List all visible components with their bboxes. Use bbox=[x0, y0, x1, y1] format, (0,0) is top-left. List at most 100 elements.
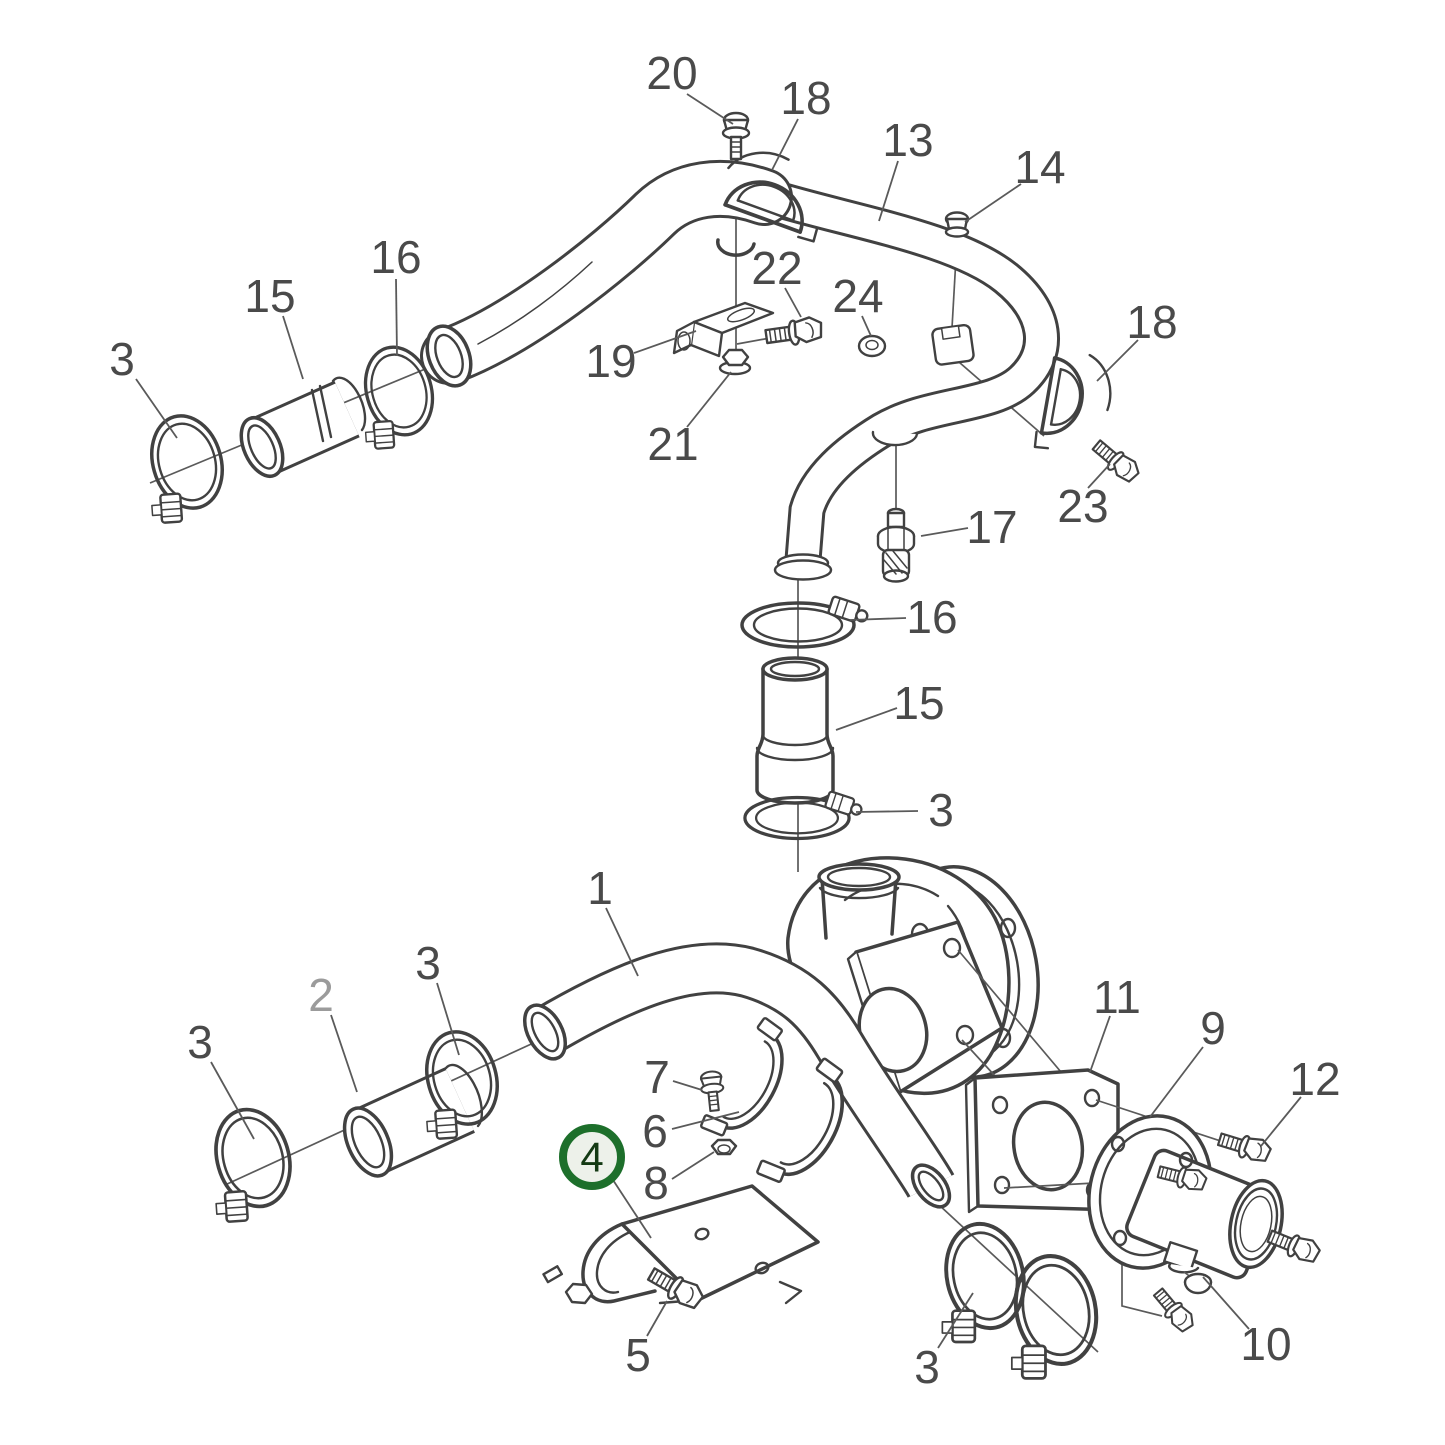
part-callout-3-19: 3 bbox=[187, 1016, 255, 1140]
part-callout-3-6: 3 bbox=[109, 333, 178, 439]
part-callout-12-23: 12 bbox=[1260, 1053, 1341, 1147]
callout-leader-line bbox=[771, 118, 799, 171]
part-number-label: 5 bbox=[625, 1329, 651, 1381]
gasket-11 bbox=[964, 1068, 1120, 1214]
callout-leader-line bbox=[1149, 1046, 1204, 1118]
part-number-label: 24 bbox=[832, 270, 883, 322]
callout-leader-line bbox=[1087, 463, 1111, 489]
callout-leader-line bbox=[612, 1179, 652, 1239]
callout-leader-line bbox=[1202, 1276, 1250, 1330]
part-callout-3-16: 3 bbox=[855, 784, 954, 836]
hose-15-left bbox=[239, 376, 367, 479]
nut-8 bbox=[710, 1138, 738, 1156]
part-number-label: 17 bbox=[966, 501, 1017, 553]
callout-leader-line bbox=[686, 93, 734, 125]
callout-leader-line bbox=[282, 315, 304, 380]
bracket-19 bbox=[672, 301, 775, 358]
part-callout-6-25: 6 bbox=[642, 1105, 740, 1157]
part-number-label: 18 bbox=[1126, 296, 1177, 348]
callout-leader-line bbox=[1260, 1096, 1302, 1147]
part-number-label: 4 bbox=[580, 1134, 603, 1181]
part-number-label: 14 bbox=[1014, 141, 1065, 193]
highlight-ring bbox=[559, 1124, 625, 1190]
callout-leader-line bbox=[686, 371, 732, 428]
part-number-label: 2 bbox=[308, 969, 334, 1021]
part-callout-5-28: 5 bbox=[625, 1300, 668, 1381]
part-number-label: 10 bbox=[1240, 1318, 1291, 1370]
part-callout-8-26: 8 bbox=[643, 1151, 715, 1209]
drain-plug-10 bbox=[1183, 1272, 1213, 1295]
upper-metal-pipe-13 bbox=[764, 179, 1060, 581]
sensor-17 bbox=[876, 507, 916, 583]
part-number-label: 16 bbox=[906, 591, 957, 643]
hose-clamp-16-mid bbox=[740, 594, 872, 649]
part-callout-9-22: 9 bbox=[1149, 1002, 1226, 1118]
callout-leader-line bbox=[633, 330, 697, 354]
callout-leader-line bbox=[671, 1111, 740, 1130]
part-number-label: 18 bbox=[780, 72, 831, 124]
hose-2 bbox=[342, 1063, 483, 1178]
part-number-label: 1 bbox=[587, 862, 613, 914]
part-callout-3-29: 3 bbox=[914, 1292, 974, 1393]
part-number-label: 3 bbox=[109, 333, 135, 385]
part-number-label: 3 bbox=[187, 1016, 213, 1068]
part-callout-19-9: 19 bbox=[585, 330, 697, 387]
part-number-label: 20 bbox=[646, 47, 697, 99]
part-number-label: 3 bbox=[914, 1341, 940, 1393]
part-number-label: 11 bbox=[1093, 971, 1141, 1023]
thermostat-housing-9 bbox=[1087, 1114, 1284, 1280]
pipe-mount-boss bbox=[931, 323, 975, 366]
hose-15-mid bbox=[755, 656, 835, 805]
part-callout-23-12: 23 bbox=[1057, 463, 1111, 532]
part-callout-21-10: 21 bbox=[647, 371, 732, 470]
nut-21 bbox=[718, 348, 752, 376]
callout-leader-line bbox=[1089, 1015, 1111, 1073]
callout-leader-line bbox=[861, 315, 872, 337]
callout-leader-line bbox=[330, 1014, 358, 1093]
part-callout-3-20: 3 bbox=[415, 937, 460, 1056]
part-callout-4-27: 4 bbox=[559, 1124, 652, 1239]
part-number-label: 13 bbox=[882, 114, 933, 166]
bolt-7 bbox=[698, 1069, 727, 1113]
part-number-label: 19 bbox=[585, 335, 636, 387]
callout-leader-line bbox=[937, 1292, 974, 1349]
upper-hose bbox=[420, 159, 793, 388]
bolt-22 bbox=[763, 314, 825, 350]
part-callout-14-3: 14 bbox=[964, 141, 1066, 223]
part-callout-15-5: 15 bbox=[244, 270, 304, 380]
part-callout-16-4: 16 bbox=[370, 231, 422, 357]
part-number-label: 6 bbox=[642, 1105, 668, 1157]
part-number-label: 21 bbox=[647, 418, 698, 470]
callout-leader-line bbox=[1096, 339, 1139, 382]
callout-leader-line bbox=[436, 982, 460, 1056]
bolt-14 bbox=[944, 211, 970, 238]
part-callout-17-13: 17 bbox=[920, 501, 1018, 553]
callout-leader-line bbox=[210, 1061, 255, 1140]
callout-leader-line bbox=[672, 1080, 703, 1091]
part-callout-11-21: 11 bbox=[1089, 971, 1141, 1073]
hose-clamp-3-lowerleft bbox=[187, 1098, 306, 1231]
part-callout-24-8: 24 bbox=[832, 270, 884, 337]
part-callout-16-14: 16 bbox=[849, 591, 958, 643]
part-number-label: 9 bbox=[1200, 1002, 1226, 1054]
part-callout-1-17: 1 bbox=[587, 862, 639, 977]
callout-leader-line bbox=[671, 1151, 715, 1180]
part-callout-15-15: 15 bbox=[835, 677, 945, 731]
part-number-label: 3 bbox=[415, 937, 441, 989]
nut-24 bbox=[857, 334, 887, 358]
callout-leader-line bbox=[849, 617, 907, 621]
part-callout-22-7: 22 bbox=[751, 242, 803, 318]
part-number-label: 15 bbox=[244, 270, 295, 322]
hose-clamp-3-left bbox=[124, 405, 237, 532]
callout-leader-line bbox=[878, 160, 899, 222]
callout-leader-line bbox=[920, 527, 969, 537]
part-callout-2-18: 2 bbox=[308, 969, 358, 1093]
lower-pipe-1 bbox=[522, 942, 955, 1209]
callout-leader-line bbox=[605, 907, 639, 977]
part-callout-10-30: 10 bbox=[1202, 1276, 1292, 1370]
part-number-label: 23 bbox=[1057, 480, 1108, 532]
hose-clamp-3-bottomB bbox=[989, 1248, 1109, 1385]
